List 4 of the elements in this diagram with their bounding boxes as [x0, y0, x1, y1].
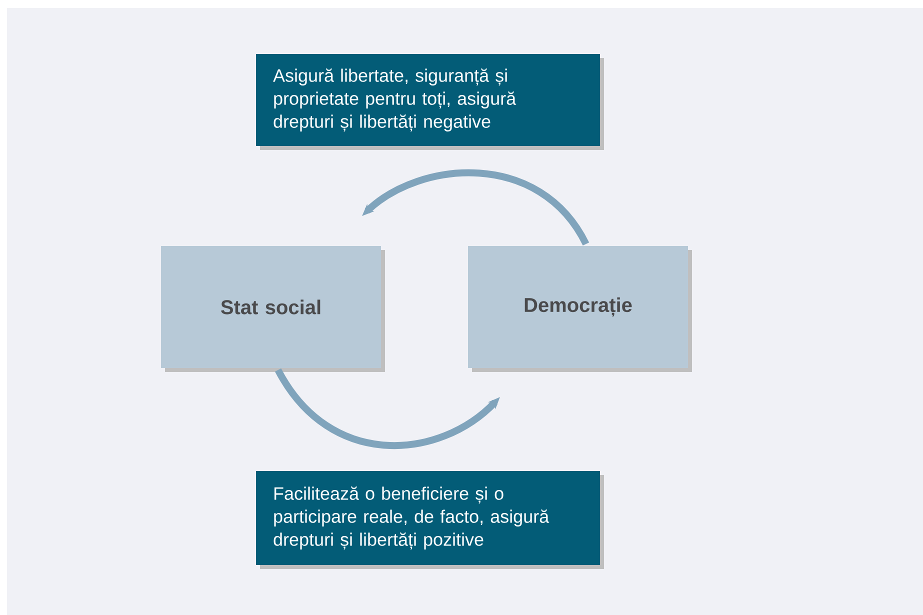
text-box: Facilitează o beneficiere și o participare reale, de facto, asigură drepturi și libertăți pozitive: [256, 471, 604, 569]
concept-box: Stat social: [161, 246, 385, 372]
concept-box: Democrație: [468, 246, 692, 372]
text-box: Asigură libertate, siguranță și proprietate pentru toți, asigură drepturi și libertăți negative: [256, 54, 604, 150]
